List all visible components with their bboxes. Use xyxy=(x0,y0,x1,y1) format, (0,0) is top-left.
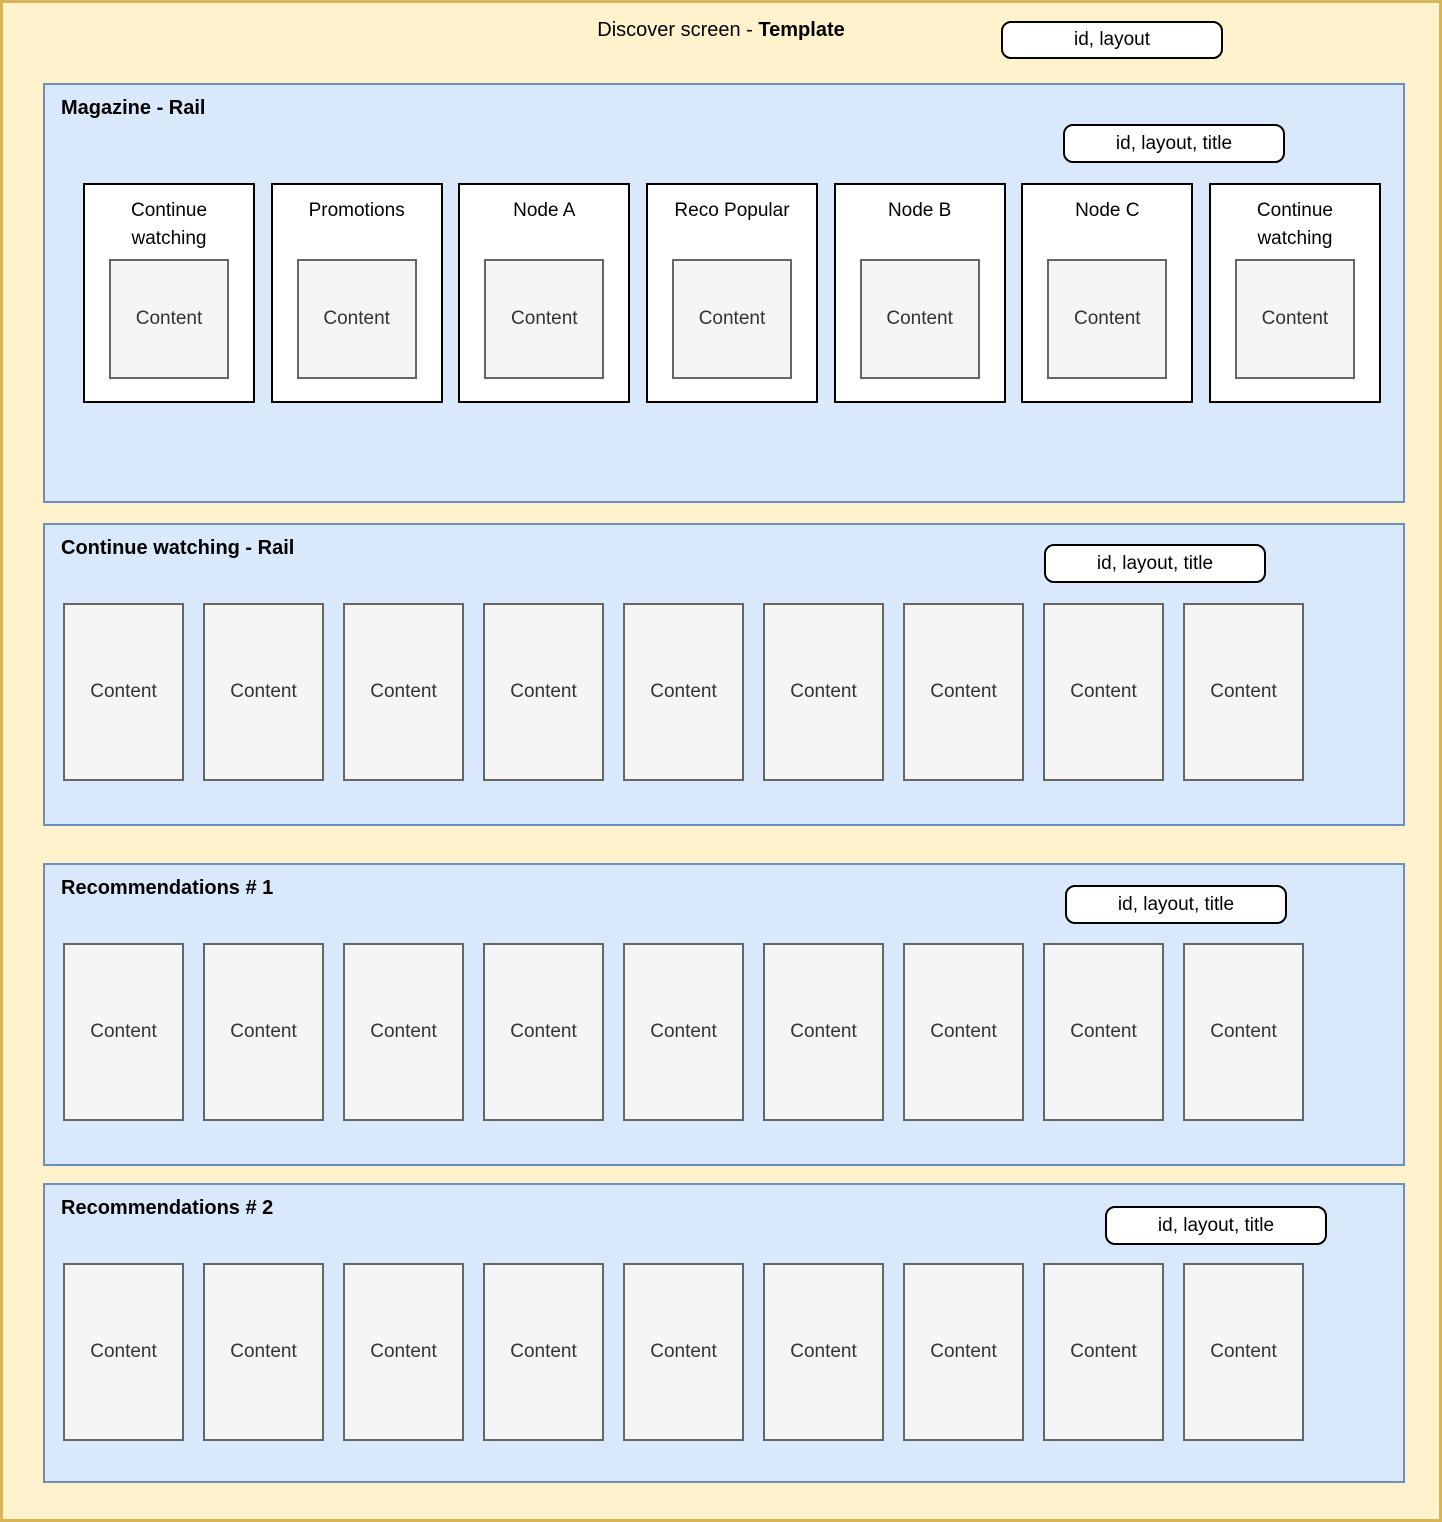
rail-fields-badge: id, layout, title xyxy=(1105,1206,1327,1245)
content-placeholder: Content xyxy=(623,943,744,1121)
content-placeholder: Content xyxy=(623,1263,744,1441)
card-label: Node C xyxy=(1075,200,1140,221)
rail-fields-badge: id, layout, title xyxy=(1044,544,1266,583)
magazine-card: Reco Popular Content xyxy=(645,183,818,403)
magazine-card: Node C Content xyxy=(1021,183,1194,403)
content-box-row: Content Content Content Content Content … xyxy=(63,1263,1304,1441)
content-placeholder: Content xyxy=(1043,943,1164,1121)
content-placeholder: Content xyxy=(623,603,744,781)
content-placeholder: Content xyxy=(763,1263,884,1441)
content-placeholder: Content xyxy=(903,1263,1024,1441)
content-placeholder: Content xyxy=(671,259,792,379)
page-title-emphasis: Template xyxy=(758,19,845,41)
section-recommendations-2: Recommendations # 2 id, layout, title Co… xyxy=(43,1183,1405,1483)
content-placeholder: Content xyxy=(483,1263,604,1441)
card-label: Continue watching xyxy=(130,200,208,249)
content-placeholder: Content xyxy=(203,1263,324,1441)
content-placeholder: Content xyxy=(859,259,980,379)
magazine-card-row: Continue watching Content Promotions Con… xyxy=(83,183,1381,403)
content-placeholder: Content xyxy=(343,603,464,781)
section-recommendations-1: Recommendations # 1 id, layout, title Co… xyxy=(43,863,1405,1166)
card-label: Node B xyxy=(887,200,952,221)
section-title: Recommendations # 2 xyxy=(61,1197,274,1219)
section-title: Continue watching - Rail xyxy=(61,537,295,559)
content-placeholder: Content xyxy=(1043,603,1164,781)
content-placeholder: Content xyxy=(903,603,1024,781)
section-magazine-rail: Magazine - Rail id, layout, title Contin… xyxy=(43,83,1405,503)
content-placeholder: Content xyxy=(1234,259,1355,379)
content-placeholder: Content xyxy=(343,943,464,1121)
section-title: Recommendations # 1 xyxy=(61,877,274,899)
content-placeholder: Content xyxy=(484,259,605,379)
content-placeholder: Content xyxy=(1043,1263,1164,1441)
page-title-prefix: Discover screen - xyxy=(597,19,759,41)
magazine-card: Node B Content xyxy=(833,183,1006,403)
section-title: Magazine - Rail xyxy=(61,97,206,119)
magazine-card: Continue watching Content xyxy=(83,183,255,403)
content-placeholder: Content xyxy=(343,1263,464,1441)
content-placeholder: Content xyxy=(1183,943,1304,1121)
content-placeholder: Content xyxy=(203,943,324,1121)
section-continue-watching-rail: Continue watching - Rail id, layout, tit… xyxy=(43,523,1405,826)
card-label: Promotions xyxy=(308,200,405,221)
content-box-row: Content Content Content Content Content … xyxy=(63,603,1304,781)
content-placeholder: Content xyxy=(63,1263,184,1441)
content-placeholder: Content xyxy=(1183,1263,1304,1441)
content-box-row: Content Content Content Content Content … xyxy=(63,943,1304,1121)
content-placeholder: Content xyxy=(109,259,229,379)
content-placeholder: Content xyxy=(1183,603,1304,781)
content-placeholder: Content xyxy=(1047,259,1168,379)
content-placeholder: Content xyxy=(763,943,884,1121)
magazine-card: Promotions Content xyxy=(270,183,443,403)
content-placeholder: Content xyxy=(203,603,324,781)
card-label: Continue watching xyxy=(1256,200,1333,249)
content-placeholder: Content xyxy=(296,259,417,379)
rail-fields-badge: id, layout, title xyxy=(1065,885,1287,924)
content-placeholder: Content xyxy=(903,943,1024,1121)
content-placeholder: Content xyxy=(483,603,604,781)
screen-fields-badge: id, layout xyxy=(1001,21,1223,59)
content-placeholder: Content xyxy=(483,943,604,1121)
card-label: Node A xyxy=(513,200,576,221)
magazine-card: Node A Content xyxy=(458,183,631,403)
page-title: Discover screen - Template xyxy=(3,19,1439,42)
card-label: Reco Popular xyxy=(674,200,790,221)
content-placeholder: Content xyxy=(63,943,184,1121)
rail-fields-badge: id, layout, title xyxy=(1063,124,1285,163)
content-placeholder: Content xyxy=(63,603,184,781)
content-placeholder: Content xyxy=(763,603,884,781)
magazine-card: Continue watching Content xyxy=(1208,183,1381,403)
